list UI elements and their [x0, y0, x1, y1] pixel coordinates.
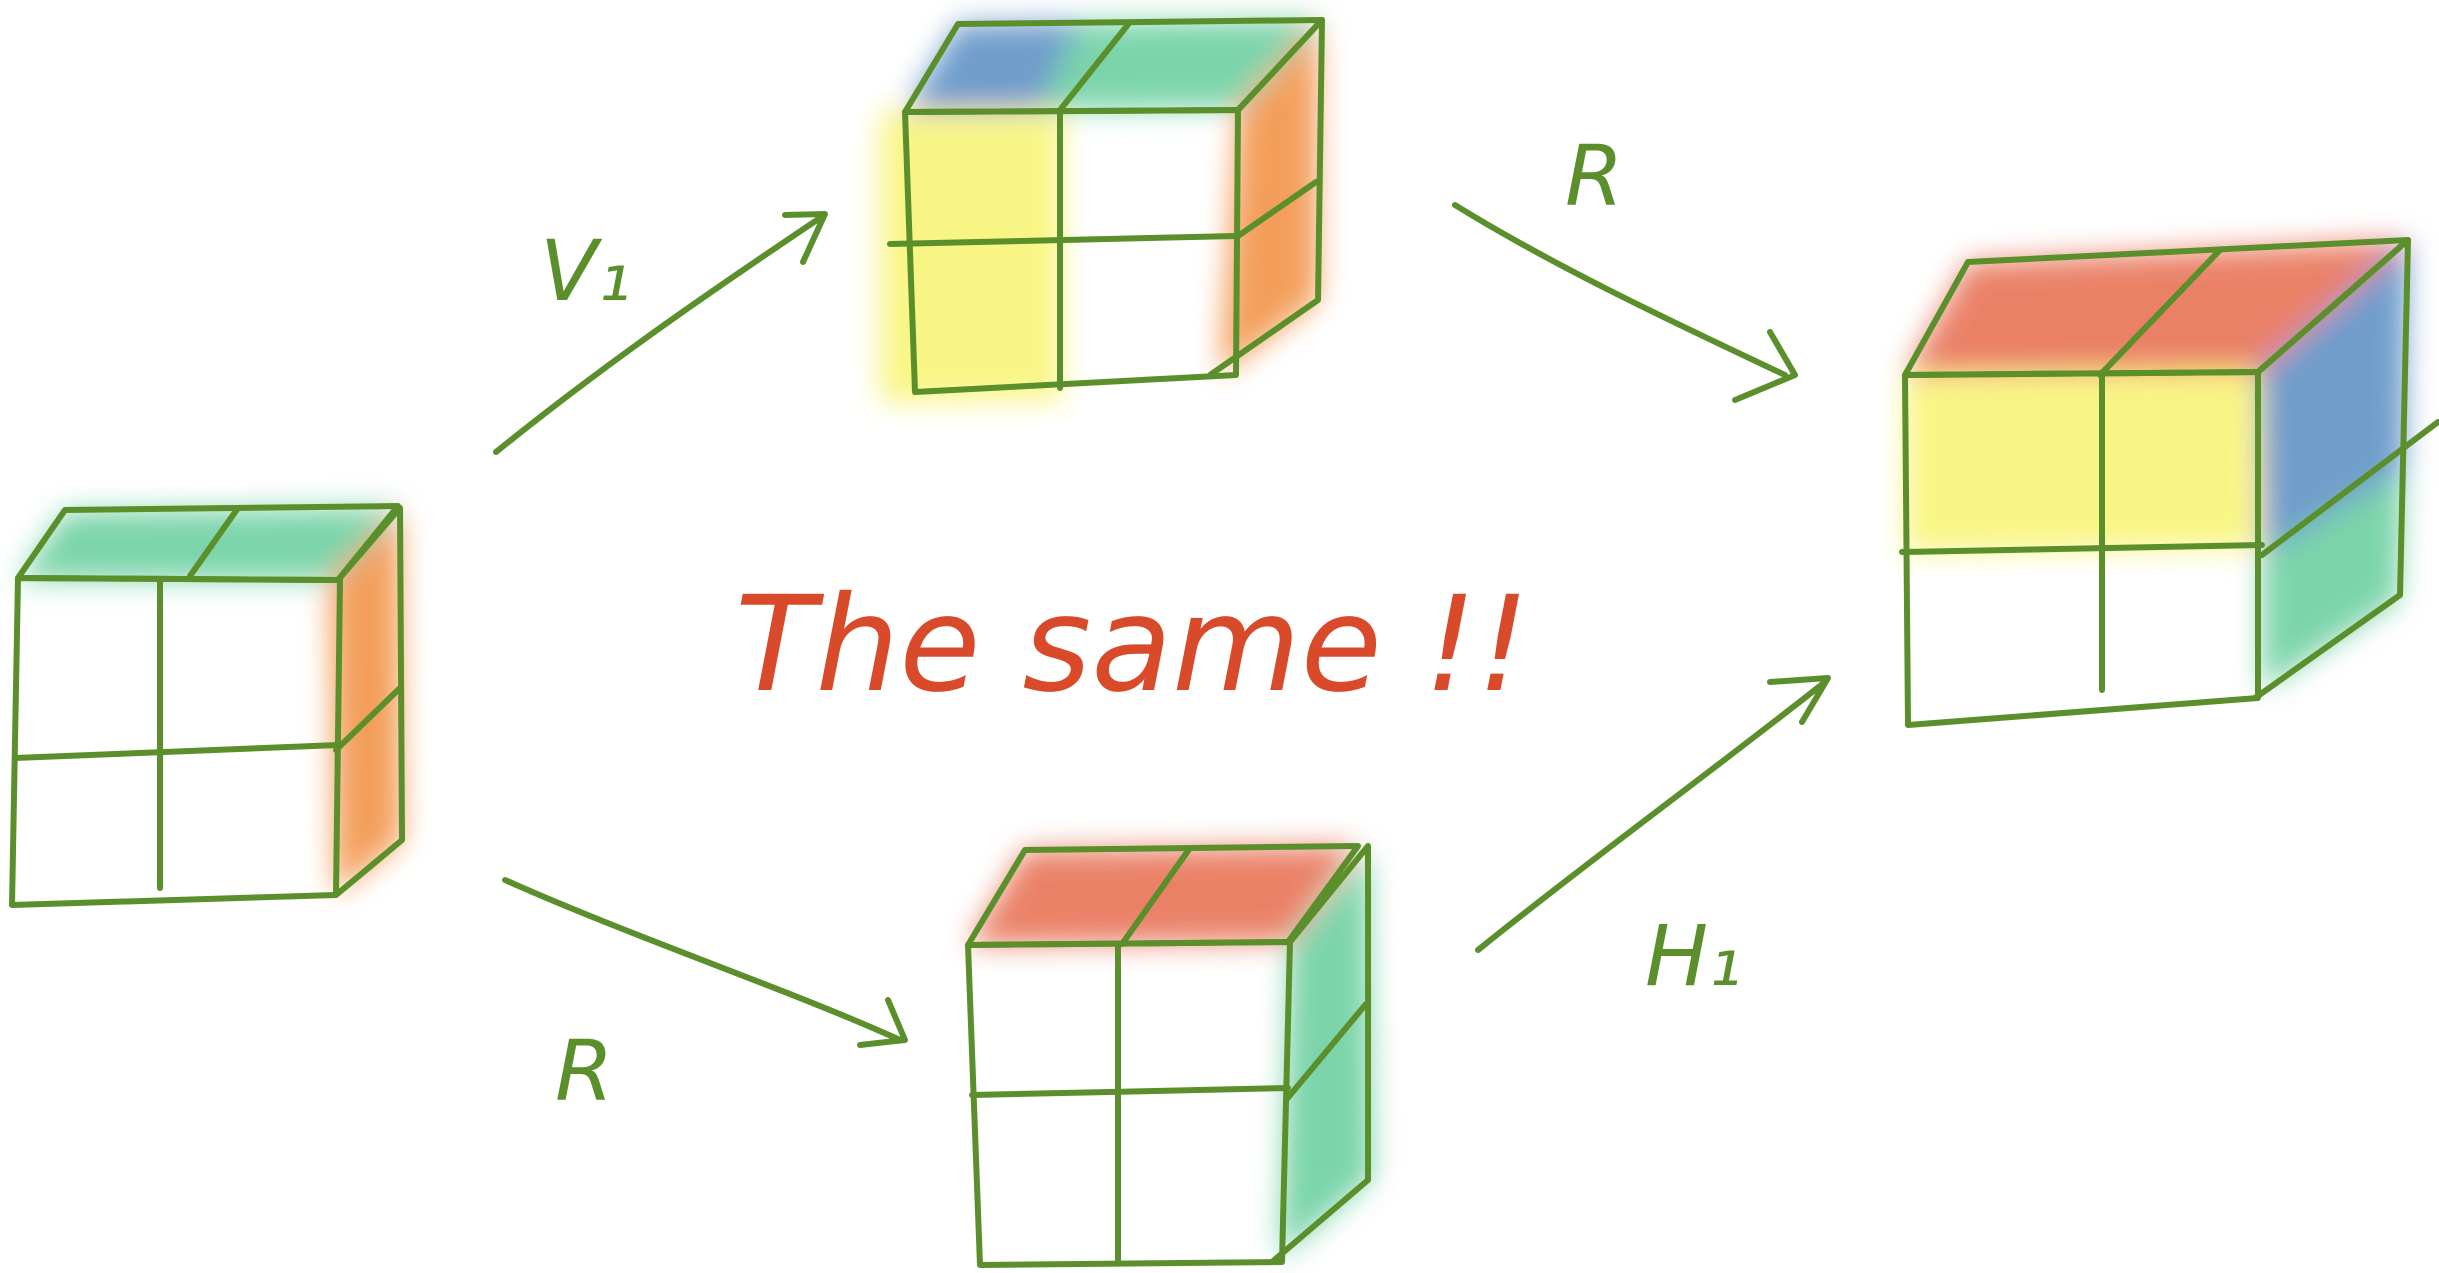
green-side-face-part — [2262, 470, 2404, 690]
after-v1-cube — [880, 17, 1325, 402]
after-r-cube-grid — [965, 843, 1371, 1268]
start-cube-colors — [18, 508, 402, 895]
h1-label: H₁ — [1645, 907, 1742, 1005]
v1-label: V₁ — [540, 222, 631, 320]
r-bottom-label: R — [555, 1022, 613, 1120]
red-top-face — [1905, 240, 2408, 375]
arrow-h1 — [1475, 675, 1831, 953]
yellow-front-face-part — [880, 112, 1062, 402]
after-v1-cube-colors — [880, 20, 1322, 402]
the-same-headline: The same !! — [735, 568, 1530, 722]
after-v1-cube-grid — [887, 17, 1325, 395]
result-cube — [1899, 237, 2439, 728]
red-top-face — [968, 846, 1358, 945]
start-cube-grid — [9, 503, 405, 908]
after-r-cube — [965, 843, 1372, 1268]
arrow-r-bottom — [502, 877, 908, 1048]
arrow-r-top — [1452, 202, 1798, 403]
yellow-front-face-part — [1905, 372, 2258, 552]
arrow-v1 — [493, 211, 828, 455]
result-cube-grid — [1899, 237, 2439, 728]
orange-side-face — [330, 512, 402, 895]
orange-side-face — [1220, 24, 1318, 375]
start-cube — [9, 503, 405, 908]
r-top-label: R — [1565, 127, 1623, 225]
green-top-face — [18, 508, 398, 580]
